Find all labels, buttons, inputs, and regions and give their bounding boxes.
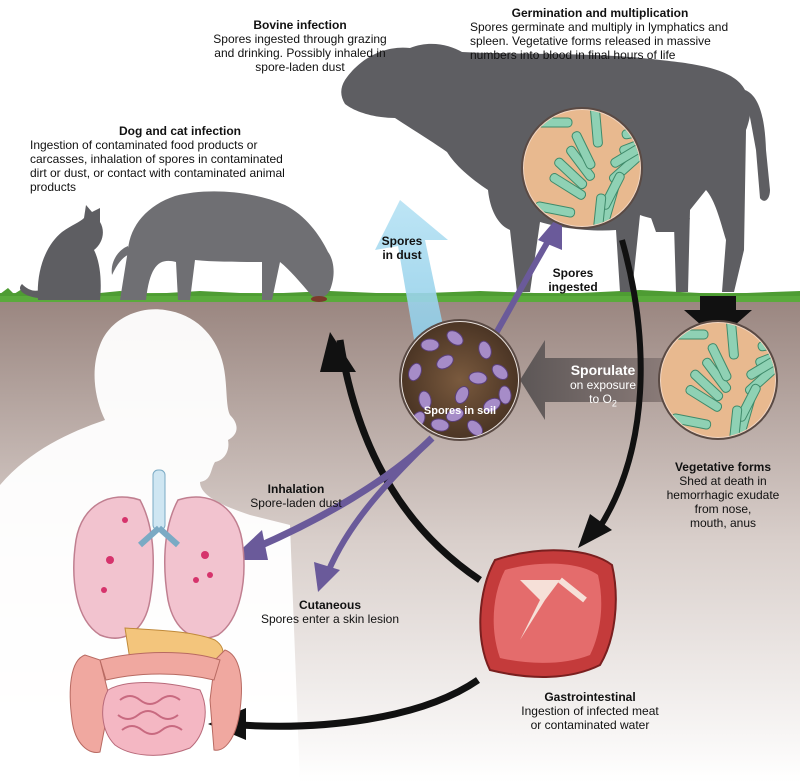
spores-ingested-line2: ingested [548, 280, 598, 294]
bacillus-rod [554, 157, 588, 190]
sporulate-label: Sporulate on exposure to O2 [548, 362, 658, 410]
vegetative-line3: from nose, [694, 502, 752, 516]
spore [445, 407, 465, 423]
dog-silhouette [111, 191, 334, 302]
spores-in-dust-label: Spores in dust [372, 234, 432, 262]
digestive-tract [69, 627, 242, 756]
spores-dust-line1: Spores [381, 234, 423, 248]
cutaneous-line1: Spores enter a skin lesion [260, 612, 400, 626]
spores-ingested-arrow [492, 236, 553, 337]
spore [418, 390, 432, 410]
spore [430, 418, 450, 432]
spore [491, 364, 509, 380]
spores-ingested-label: Spores ingested [538, 266, 608, 294]
spore [478, 340, 492, 360]
cutaneous-arrow [325, 437, 433, 574]
vegetative-forms-label: Vegetative forms Shed at death in hemorr… [648, 460, 798, 530]
germination-title: Germination and multiplication [511, 6, 689, 20]
vegetative-line1: Shed at death in [679, 474, 767, 488]
inhalation-title: Inhalation [267, 482, 325, 496]
bovine-title: Bovine infection [253, 18, 347, 32]
bovine-line3: spore-laden dust [255, 60, 345, 74]
sporulate-subscript: 2 [611, 398, 617, 409]
spore [408, 362, 422, 382]
germination-line1: Spores germinate and multiply in lymphat… [470, 20, 729, 34]
meat-to-human-arrow [336, 339, 482, 583]
spore [436, 354, 454, 370]
spore [468, 371, 488, 385]
dogcat-line3: dirt or dust, or contact with contaminat… [30, 166, 285, 180]
germination-line3: numbers into blood in final hours of lif… [470, 48, 676, 62]
spores-ingested-line1: Spores [552, 266, 594, 280]
bacillus-rod [571, 131, 596, 170]
spores-in-soil-circle [399, 319, 521, 441]
gastro-title: Gastrointestinal [544, 690, 636, 704]
lungs [73, 469, 245, 639]
cat-silhouette [19, 205, 103, 300]
sporulate-line1: on exposure [569, 378, 637, 392]
grass-strip [0, 293, 800, 302]
sporulate-arrow [520, 340, 665, 420]
germination-label: Germination and multiplication Spores ge… [470, 6, 770, 62]
dog-cat-infection-label: Dog and cat infection Ingestion of conta… [30, 124, 330, 194]
vegetative-line2: hemorrhagic exudate [666, 488, 780, 502]
gastro-line2: or contaminated water [530, 718, 650, 732]
dogcat-line2: carcasses, inhalation of spores in conta… [30, 152, 283, 166]
spores-dust-line2: in dust [382, 248, 422, 262]
sporulate-line2-wrap: to O2 [548, 392, 658, 410]
spore [454, 385, 470, 405]
dogcat-title: Dog and cat infection [118, 124, 241, 138]
bacillus-rod [590, 110, 603, 148]
cutaneous-title: Cutaneous [298, 598, 361, 612]
spores-in-dust-arrow [375, 200, 448, 345]
inhalation-label: Inhalation Spore-laden dust [236, 482, 356, 510]
dogcat-line1: Ingestion of contaminated food products … [30, 138, 258, 152]
meat-to-intestines-arrow [239, 677, 480, 730]
germination-line2: spleen. Vegetative forms released in mas… [470, 34, 711, 48]
gastro-line1: Ingestion of infected meat [521, 704, 659, 718]
bacillus-rod [690, 369, 724, 402]
bacillus-rod [685, 385, 723, 412]
bovine-line2: and drinking. Possibly inhaled in [214, 46, 386, 60]
dogcat-line4: products [30, 180, 77, 194]
inhalation-line1: Spore-laden dust [250, 496, 342, 510]
spore [420, 338, 440, 352]
spore [446, 330, 464, 346]
germination-circle [521, 107, 643, 229]
gastrointestinal-label: Gastrointestinal Ingestion of infected m… [510, 690, 670, 732]
bovine-infection-label: Bovine infection Spores ingested through… [195, 18, 405, 74]
sporulate-line2: to O [589, 392, 612, 406]
cow-to-meat-arrow [595, 239, 644, 532]
bacillus-rod [549, 173, 587, 200]
spores-in-soil-label: Spores in soil [423, 405, 497, 417]
spore [483, 397, 501, 413]
vegetative-title: Vegetative forms [674, 460, 772, 474]
cutaneous-label: Cutaneous Spores enter a skin lesion [250, 598, 410, 626]
vegetative-forms-circle [658, 320, 778, 440]
spore [498, 385, 512, 405]
sporulate-title: Sporulate [570, 362, 636, 378]
vegetative-line4: mouth, anus [689, 516, 757, 530]
meat-steak [479, 549, 617, 678]
bacillus-rod [707, 343, 732, 382]
bacillus-rod [726, 323, 739, 360]
bovine-line1: Spores ingested through grazing [213, 32, 387, 46]
cow-to-vegetative-arrow [684, 296, 752, 340]
